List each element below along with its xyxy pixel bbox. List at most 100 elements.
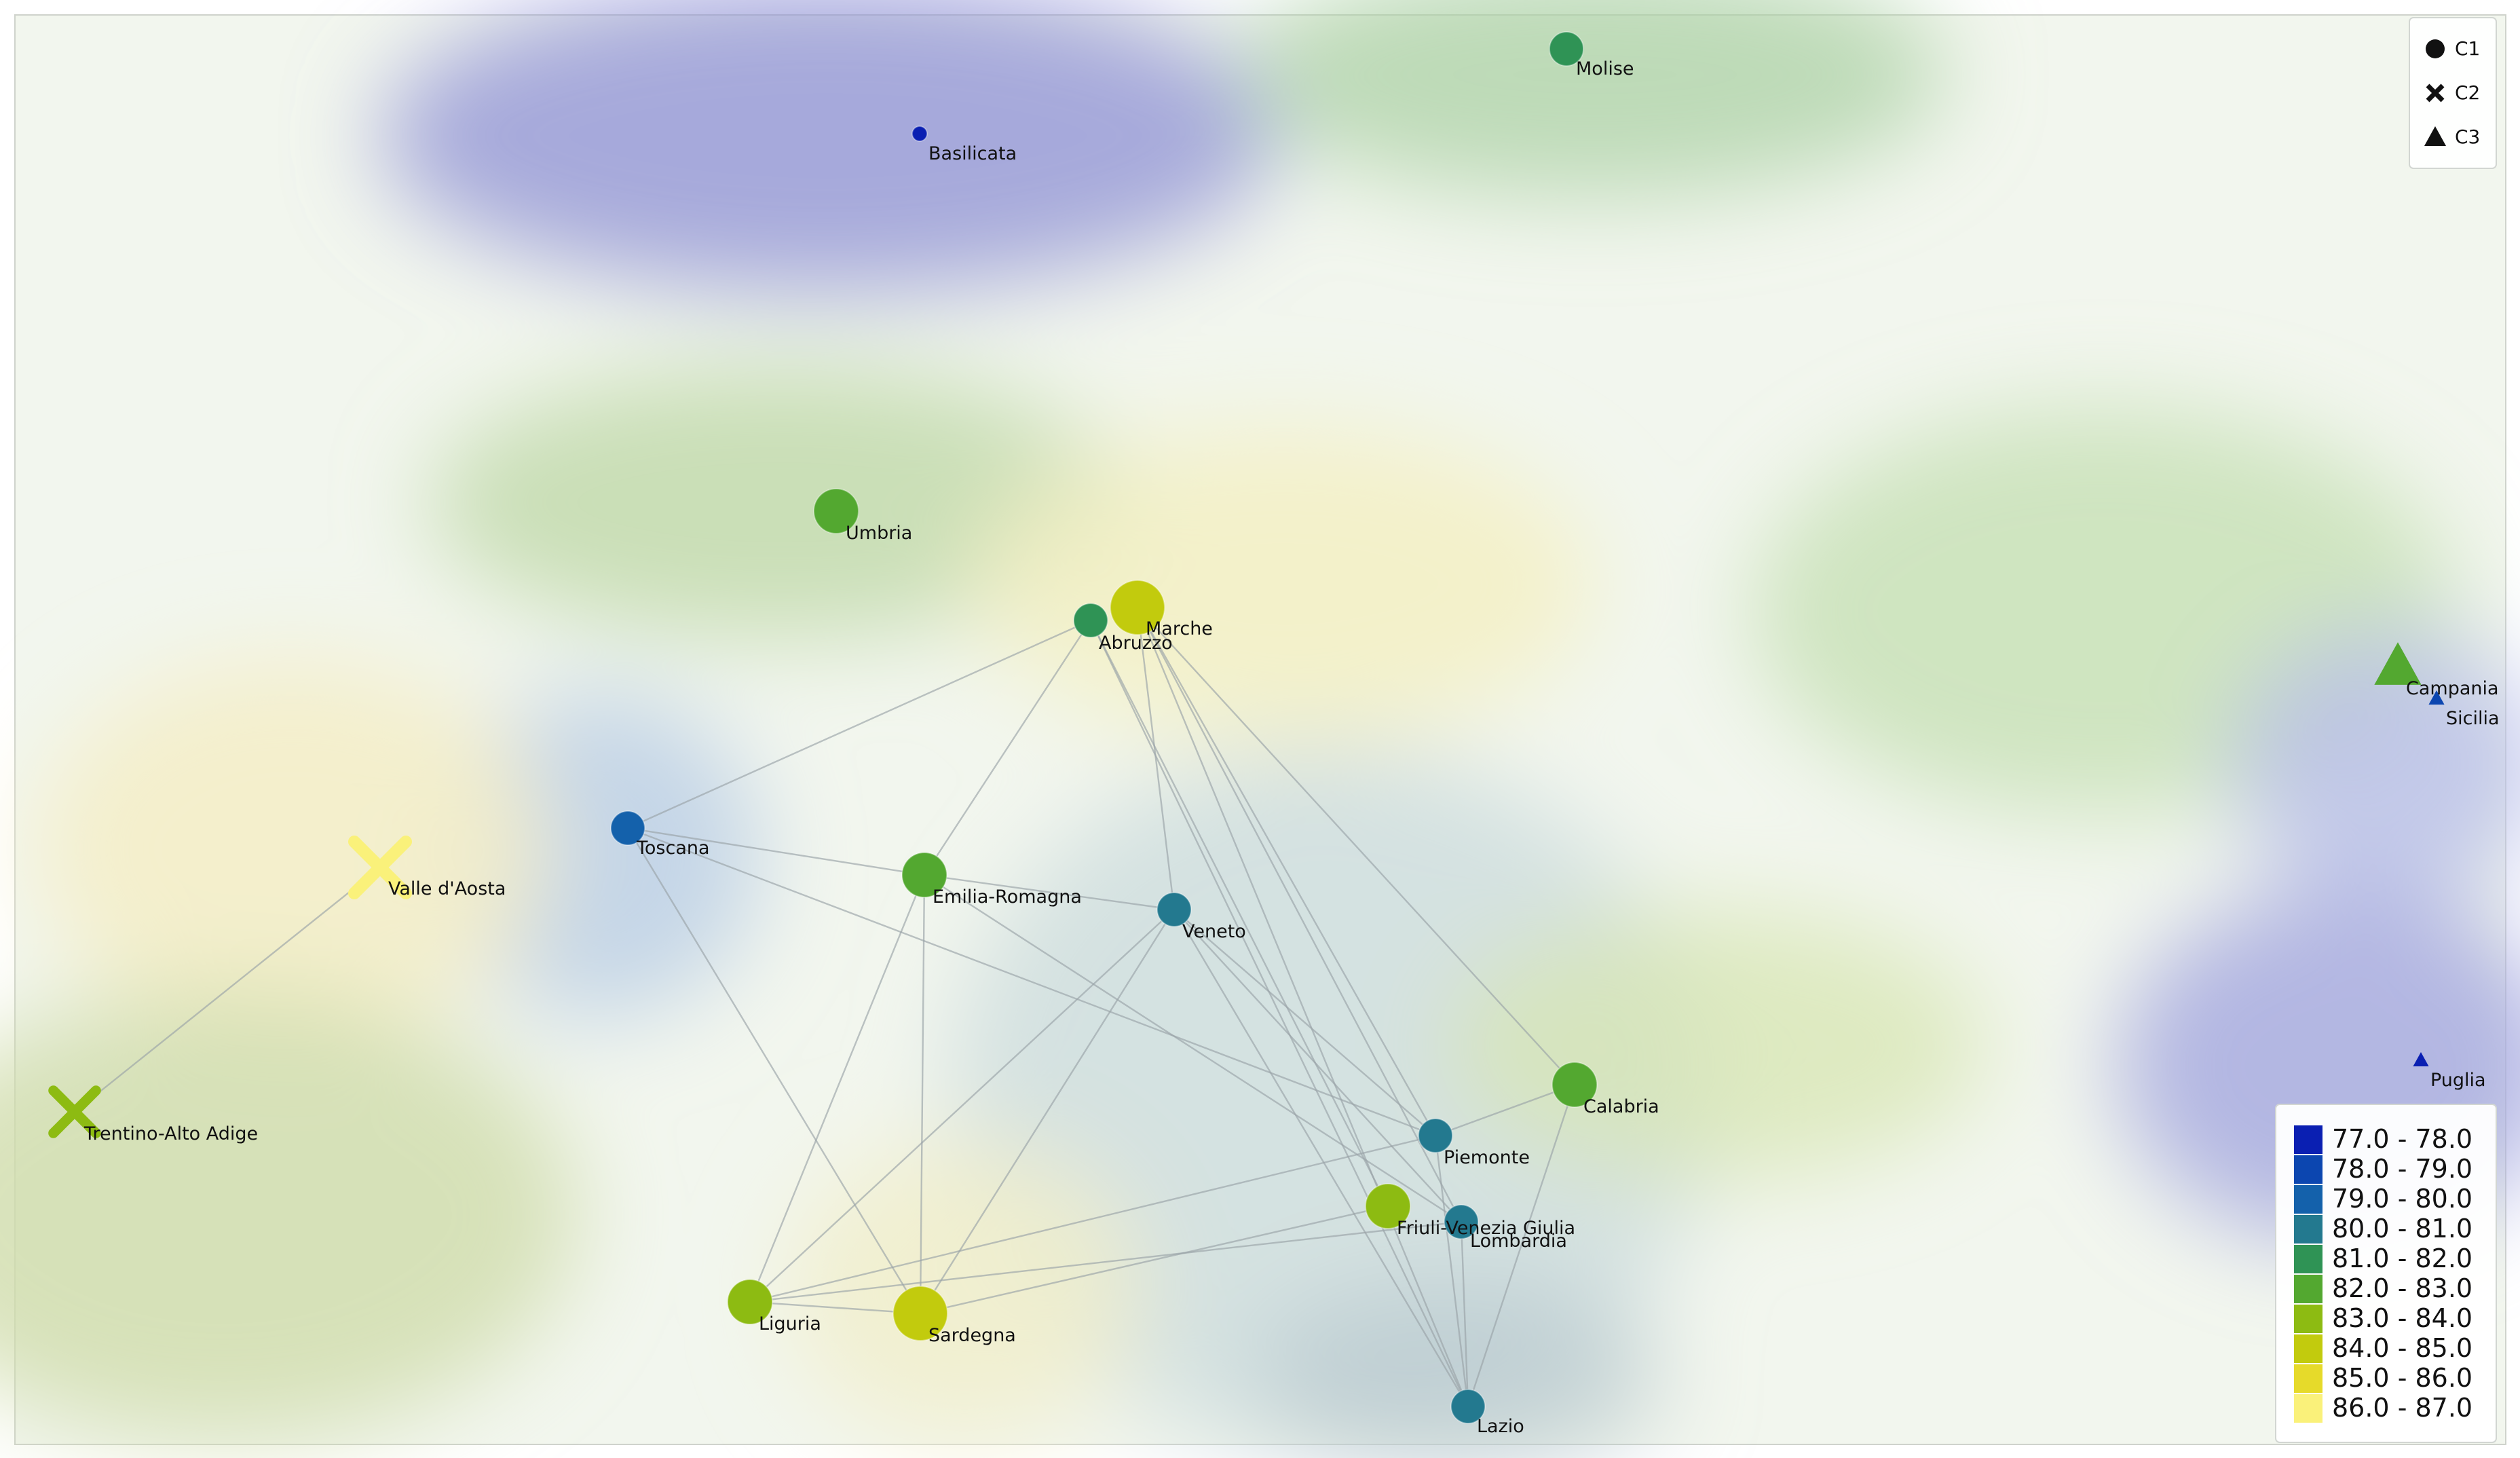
nodes xyxy=(48,31,2445,1424)
edge-marche-piemonte xyxy=(1136,607,1437,1136)
node-label-abruzzo: Abruzzo xyxy=(1099,633,1173,654)
edge-abruzzo-emilia-romagna xyxy=(923,620,1092,876)
edge-valle-d-aosta-trentino-alto-adige xyxy=(74,867,381,1113)
node-label-sardegna: Sardegna xyxy=(928,1325,1016,1346)
cluster-legend-circle-icon xyxy=(2426,39,2445,58)
node-labels: BasilicataMoliseUmbriaAbruzzoMarcheTosca… xyxy=(83,58,2500,1437)
edge-marche-lombardia xyxy=(1136,607,1463,1222)
value-legend-swatch xyxy=(2294,1364,2322,1393)
node-label-calabria: Calabria xyxy=(1583,1096,1659,1117)
node-puglia[interactable] xyxy=(2413,1052,2429,1066)
node-label-marche: Marche xyxy=(1146,618,1213,639)
node-label-piemonte: Piemonte xyxy=(1444,1147,1530,1168)
cluster-legend-box xyxy=(2409,17,2497,169)
node-marche[interactable] xyxy=(1110,580,1165,635)
edge-emilia-romagna-sardegna xyxy=(919,874,926,1314)
value-legend-label: 84.0 - 85.0 xyxy=(2332,1333,2472,1363)
value-legend-swatch xyxy=(2294,1245,2322,1273)
node-basilicata[interactable] xyxy=(911,126,928,142)
value-legend-label: 82.0 - 83.0 xyxy=(2332,1273,2472,1303)
value-legend-label: 80.0 - 81.0 xyxy=(2332,1214,2472,1244)
node-lombardia[interactable] xyxy=(1444,1204,1479,1239)
edge-piemonte-liguria xyxy=(749,1134,1436,1303)
node-sicilia[interactable] xyxy=(2428,690,2445,705)
edge-toscana-piemonte xyxy=(627,827,1436,1137)
value-legend: 77.0 - 78.078.0 - 79.079.0 - 80.080.0 - … xyxy=(2275,1104,2497,1443)
edge-piemonte-lazio xyxy=(1434,1135,1469,1407)
node-label-basilicata: Basilicata xyxy=(928,143,1017,164)
node-label-veneto: Veneto xyxy=(1182,921,1246,942)
node-label-lazio: Lazio xyxy=(1477,1416,1524,1437)
edge-veneto-lazio xyxy=(1173,909,1469,1407)
node-label-campania: Campania xyxy=(2406,678,2499,699)
node-label-umbria: Umbria xyxy=(846,523,912,544)
edge-abruzzo-lazio xyxy=(1089,620,1469,1407)
edge-veneto-sardegna xyxy=(919,909,1176,1314)
node-label-emilia-romagna: Emilia-Romagna xyxy=(933,886,1082,908)
edges xyxy=(74,607,1576,1407)
value-legend-swatch xyxy=(2294,1305,2322,1333)
edge-emilia-romagna-lombardia xyxy=(924,874,1462,1223)
node-friuli-venezia-giulia[interactable] xyxy=(1365,1183,1411,1229)
value-legend-label: 77.0 - 78.0 xyxy=(2332,1124,2472,1154)
edge-calabria-piemonte xyxy=(1435,1083,1575,1137)
node-toscana[interactable] xyxy=(610,810,645,846)
edge-liguria-lombardia xyxy=(749,1220,1462,1303)
node-label-molise: Molise xyxy=(1576,58,1634,79)
node-campania[interactable] xyxy=(2374,642,2422,685)
value-legend-swatch xyxy=(2294,1185,2322,1214)
cluster-legend-triangle-icon xyxy=(2424,126,2446,146)
value-legend-label: 85.0 - 86.0 xyxy=(2332,1363,2472,1393)
edge-veneto-lombardia xyxy=(1173,909,1462,1222)
node-liguria[interactable] xyxy=(727,1279,773,1325)
value-legend-label: 86.0 - 87.0 xyxy=(2332,1393,2472,1423)
node-abruzzo[interactable] xyxy=(1073,603,1108,638)
node-valle-d-aosta[interactable] xyxy=(348,836,412,899)
edge-toscana-sardegna xyxy=(626,827,922,1314)
edge-lombardia-lazio xyxy=(1460,1221,1469,1407)
value-legend-box xyxy=(2275,1104,2497,1443)
edge-emilia-romagna-veneto xyxy=(924,874,1175,911)
value-legend-swatch xyxy=(2294,1275,2322,1303)
edge-toscana-emilia-romagna xyxy=(627,827,925,876)
node-umbria[interactable] xyxy=(813,488,859,534)
edge-marche-veneto xyxy=(1136,607,1176,910)
node-label-trentino-alto-adige: Trentino-Alto Adige xyxy=(83,1123,258,1144)
node-label-valle-d-aosta: Valle d'Aosta xyxy=(388,878,506,899)
value-legend-swatch xyxy=(2294,1125,2322,1154)
node-calabria[interactable] xyxy=(1552,1062,1598,1108)
cluster-legend-label: C2 xyxy=(2455,81,2480,104)
value-legend-swatch xyxy=(2294,1334,2322,1363)
node-sardegna[interactable] xyxy=(892,1286,948,1341)
node-trentino-alto-adige[interactable] xyxy=(48,1085,101,1138)
node-label-sicilia: Sicilia xyxy=(2446,708,2500,729)
edge-emilia-romagna-liguria xyxy=(749,874,926,1303)
edge-marche-lazio xyxy=(1136,607,1469,1407)
edge-calabria-lazio xyxy=(1467,1084,1576,1407)
value-legend-swatch xyxy=(2294,1215,2322,1244)
value-legend-label: 78.0 - 79.0 xyxy=(2332,1154,2472,1184)
node-emilia-romagna[interactable] xyxy=(901,852,947,898)
node-label-lombardia: Lombardia xyxy=(1470,1231,1567,1252)
cluster-legend-label: C3 xyxy=(2455,126,2480,148)
value-legend-label: 81.0 - 82.0 xyxy=(2332,1244,2472,1273)
edge-toscana-abruzzo xyxy=(627,619,1091,829)
node-veneto[interactable] xyxy=(1156,892,1192,927)
node-piemonte[interactable] xyxy=(1418,1118,1453,1153)
cluster-legend-cross-icon xyxy=(2426,83,2445,102)
value-legend-label: 83.0 - 84.0 xyxy=(2332,1303,2472,1333)
node-label-friuli-venezia-giulia: Friuli-Venezia Giulia xyxy=(1397,1218,1575,1239)
edge-veneto-piemonte xyxy=(1173,909,1436,1136)
edge-veneto-liguria xyxy=(749,909,1175,1303)
edge-sardegna-friuli-venezia-giulia xyxy=(920,1205,1389,1315)
node-label-puglia: Puglia xyxy=(2430,1070,2486,1091)
node-molise[interactable] xyxy=(1549,31,1584,67)
value-legend-swatch xyxy=(2294,1155,2322,1184)
edge-liguria-sardegna xyxy=(749,1301,921,1315)
cluster-legend-label: C1 xyxy=(2455,37,2480,60)
node-lazio[interactable] xyxy=(1450,1389,1486,1424)
node-label-liguria: Liguria xyxy=(759,1313,821,1334)
